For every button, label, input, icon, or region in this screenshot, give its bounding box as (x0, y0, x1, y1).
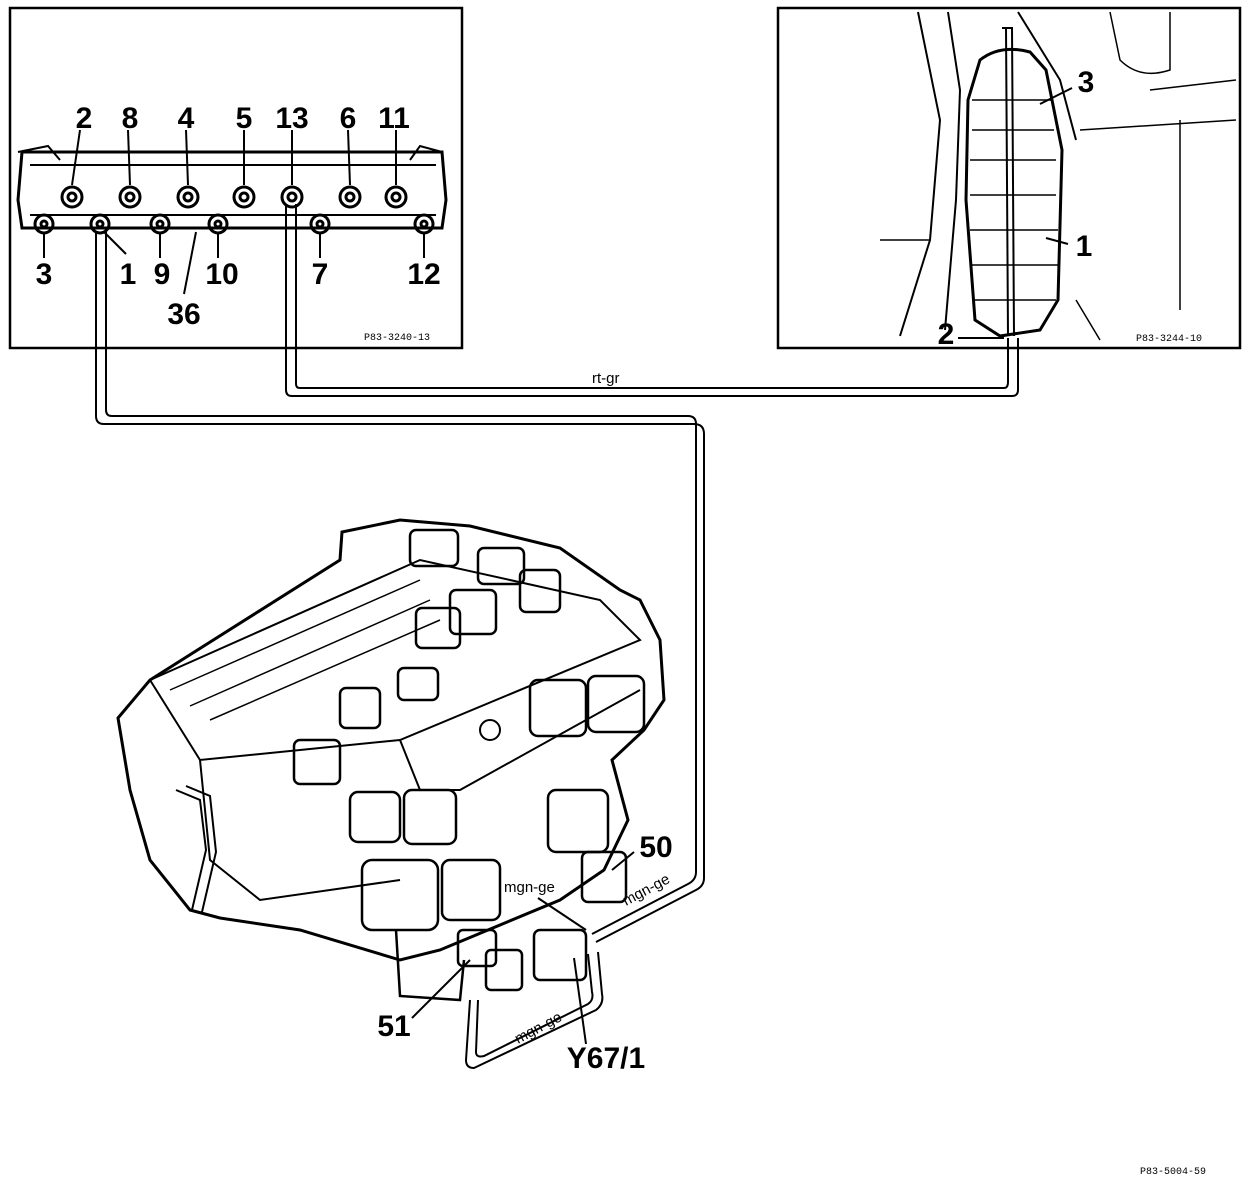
footer-ref: P83-5004-59 (1140, 1167, 1206, 1178)
label-13: 13 (275, 102, 308, 135)
label-6: 6 (340, 102, 357, 135)
right-label-3: 3 (1078, 66, 1095, 99)
label-1: 1 (120, 258, 137, 291)
wire-label-mgn-ge-right: mgn-ge (620, 871, 673, 910)
label-8: 8 (122, 102, 139, 135)
right-label-1: 1 (1076, 230, 1093, 263)
right-inset-panel: 3 1 2 P83-3244-10 (776, 6, 1242, 351)
hose-rt-gr: rt-gr (285, 204, 1019, 397)
wire-label-mgn-ge-left: mgn-ge (504, 879, 555, 896)
label-y67-1: Y67/1 (567, 1042, 645, 1075)
label-10: 10 (205, 258, 238, 291)
label-9: 9 (154, 258, 171, 291)
left-panel-ref: P83-3240-13 (364, 333, 430, 344)
label-51: 51 (377, 1010, 410, 1043)
label-11: 11 (378, 102, 410, 135)
label-50: 50 (639, 831, 672, 864)
label-12: 12 (407, 258, 440, 291)
right-label-2: 2 (938, 318, 955, 351)
label-4: 4 (178, 102, 195, 135)
label-2: 2 (76, 102, 93, 135)
label-3: 3 (36, 258, 53, 291)
left-inset-panel: 2 8 4 5 13 6 11 3 1 9 10 7 12 36 P83-324… (8, 6, 464, 350)
label-36: 36 (167, 298, 200, 331)
wire-label-rt-gr: rt-gr (592, 370, 620, 387)
label-5: 5 (236, 102, 253, 135)
label-7: 7 (312, 258, 329, 291)
hydraulic-unit (116, 518, 666, 1045)
right-panel-ref: P83-3244-10 (1136, 334, 1202, 345)
